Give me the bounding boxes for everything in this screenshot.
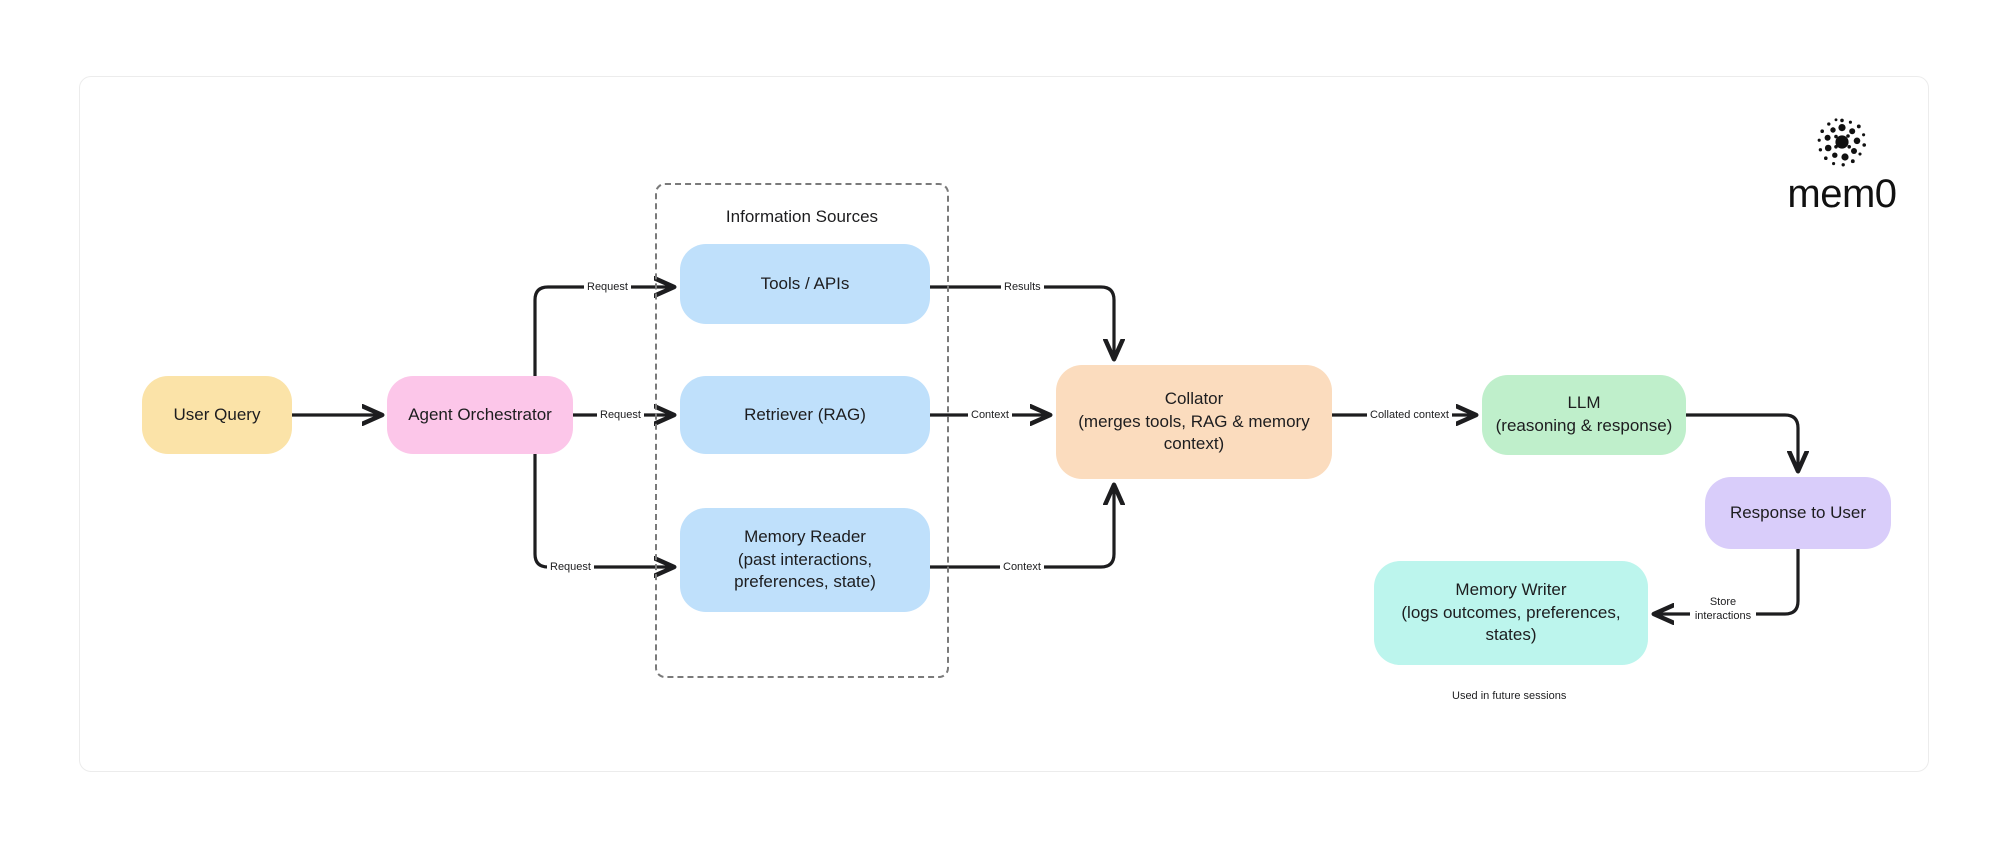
node-response-to-user[interactable]: Response to User xyxy=(1705,477,1891,549)
node-llm[interactable]: LLM (reasoning & response) xyxy=(1482,375,1686,455)
group-title: Information Sources xyxy=(725,207,879,226)
node-title: Response to User xyxy=(1729,502,1867,522)
node-user-query[interactable]: User Query xyxy=(142,376,292,454)
edge-label-request-tools: Request xyxy=(584,281,631,295)
edge-label-store-interactions: Store interactions xyxy=(1690,596,1756,624)
edge-label-collated-context: Collated context xyxy=(1367,409,1452,423)
node-title: Collator xyxy=(1164,389,1224,409)
node-subtitle: (merges tools, RAG & memory context) xyxy=(1078,411,1310,454)
node-agent-orchestrator[interactable]: Agent Orchestrator xyxy=(387,376,573,454)
node-retriever-rag[interactable]: Retriever (RAG) xyxy=(680,376,930,454)
node-title: Retriever (RAG) xyxy=(744,404,866,424)
edge-label-request-retriever: Request xyxy=(597,409,644,423)
node-memory-writer[interactable]: Memory Writer (logs outcomes, preference… xyxy=(1374,561,1648,665)
edge-label-request-memory: Request xyxy=(547,561,594,575)
node-subtitle: (reasoning & response) xyxy=(1495,416,1673,435)
edge-label-context-retriever: Context xyxy=(968,409,1012,423)
node-memory-reader[interactable]: Memory Reader (past interactions, prefer… xyxy=(680,508,930,612)
node-subtitle: (past interactions, preferences, state) xyxy=(734,549,876,592)
brand-wordmark: mem0 xyxy=(1787,172,1897,216)
node-title: LLM xyxy=(1567,393,1601,413)
node-title: Memory Writer xyxy=(1455,580,1567,600)
node-collator[interactable]: Collator (merges tools, RAG & memory con… xyxy=(1056,365,1332,479)
node-title: Agent Orchestrator xyxy=(408,404,552,424)
group-information-sources: Information Sources xyxy=(655,183,949,678)
mem0-particle-logo-icon xyxy=(1817,118,1866,167)
edge-label-results: Results xyxy=(1001,281,1044,295)
node-tools-apis[interactable]: Tools / APIs xyxy=(680,244,930,324)
brand-logo: mem0 xyxy=(1782,112,1902,214)
edge-label-context-memory: Context xyxy=(1000,561,1044,575)
node-title: User Query xyxy=(173,404,261,424)
node-title: Memory Reader xyxy=(744,527,866,547)
node-subtitle: (logs outcomes, preferences, states) xyxy=(1401,602,1621,645)
annotation-future-sessions: Used in future sessions xyxy=(1449,690,1570,704)
node-title: Tools / APIs xyxy=(760,273,850,293)
